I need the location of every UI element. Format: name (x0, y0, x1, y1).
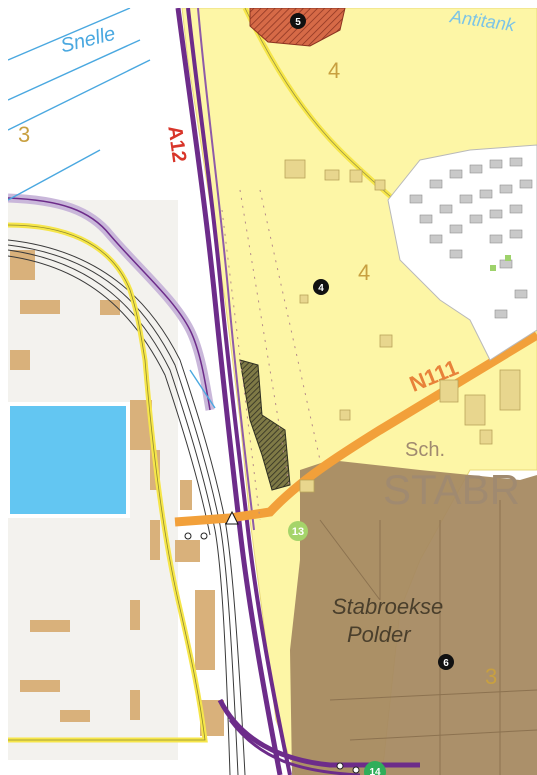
canal-edge (7, 197, 211, 411)
marker-label-13: 13 (292, 526, 304, 538)
label-polder-line1: Stabroekse (332, 594, 443, 619)
water-basin (6, 402, 130, 518)
circle-marker-icon[interactable]: 5 (290, 13, 306, 29)
zone-buildings (284, 159, 521, 493)
green-patches (490, 255, 511, 271)
town-block (387, 144, 537, 361)
circle-marker-icon[interactable]: 4 (313, 279, 329, 295)
zone-label-3-bottom: 3 (485, 664, 497, 689)
hatched-area-icon (239, 359, 291, 491)
town-buildings (409, 157, 533, 319)
zone-label-3-left: 3 (18, 122, 30, 147)
marker-label-14: 14 (369, 767, 381, 775)
snelle-canal (7, 7, 216, 409)
marker-label-4: 4 (318, 283, 324, 294)
railway-tracks (7, 239, 246, 775)
small-circle-icons (184, 532, 360, 774)
circle-marker-icon[interactable]: 6 (438, 654, 454, 670)
polder-field-lines (319, 500, 537, 775)
industrial-buildings (10, 250, 224, 736)
green-circle-marker-icon[interactable]: 14 (364, 761, 386, 775)
dotted-boundaries (221, 189, 321, 521)
label-stabr: STABR (383, 466, 520, 513)
label-polder-line2: Polder (347, 622, 412, 647)
green-circle-marker-icon[interactable]: 13 (288, 521, 308, 541)
zone-label-4-mid: 4 (358, 260, 370, 285)
marker-label-6: 6 (443, 658, 449, 669)
road-label-a12: A12 (163, 124, 190, 163)
frame-top (0, 0, 537, 8)
zone-label-4-top: 4 (328, 58, 340, 83)
frame-left (0, 0, 8, 775)
triangle-icon (225, 510, 239, 525)
brown-polder-zone (290, 460, 537, 775)
label-sch: Sch. (405, 439, 445, 461)
motorway-a12 (175, 7, 420, 775)
road-n111 (174, 331, 537, 527)
marker-label-5: 5 (295, 17, 301, 28)
